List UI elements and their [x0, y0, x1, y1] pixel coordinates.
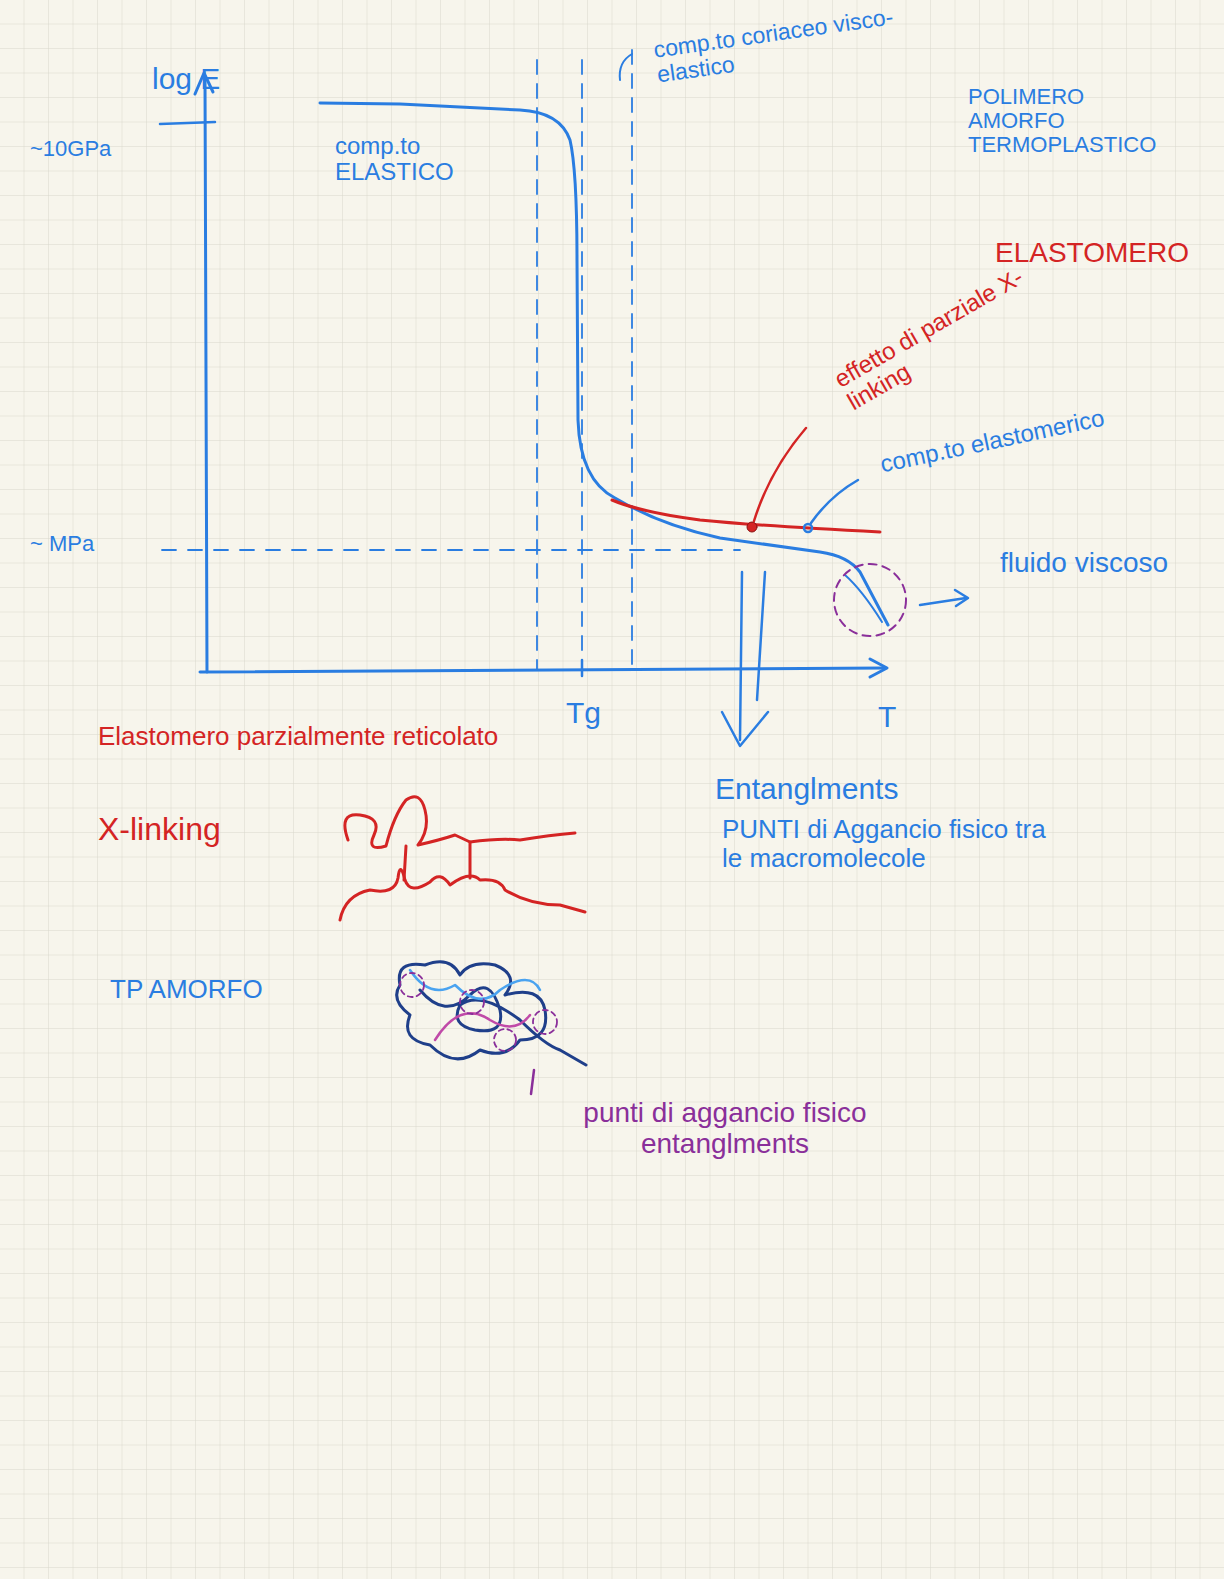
leader-line [754, 428, 806, 521]
modulus-curve [320, 103, 888, 625]
dashed-guide [631, 50, 633, 670]
annotation-label: punti di aggancio fisico entanglments [515, 1098, 935, 1160]
axis-arrowhead [870, 659, 887, 677]
annotation-label: ELASTOMERO [995, 238, 1205, 269]
annotation-label: TP AMORFO [110, 975, 330, 1004]
dashed-guide [162, 549, 740, 551]
polymer-chain [420, 988, 586, 1065]
annotation-label: Entanglments [715, 772, 975, 805]
annotation-label: ~ MPa [30, 532, 155, 556]
annotation-label: fluido viscoso [1000, 548, 1170, 579]
crosslinked-curve [612, 500, 880, 532]
annotation-label: comp.to elastomerico [878, 404, 1108, 478]
leader-line [531, 1070, 534, 1094]
x-axis [200, 668, 885, 672]
annotation-label: log E [152, 62, 292, 95]
entanglement-mark [533, 1010, 557, 1034]
annotation-label: effetto di parziale X-linking [830, 260, 1047, 416]
annotation-label: X-linking [98, 812, 318, 847]
annotation-label: PUNTI di Aggancio fisico tra le macromol… [722, 815, 1052, 872]
leader-line [620, 54, 632, 80]
crosslink [404, 842, 470, 880]
annotation-label: comp.to coriaceo visco-elastico [652, 3, 907, 88]
entanglement-mark [494, 1029, 516, 1051]
annotation-label: T [878, 700, 918, 733]
modulus-curve [845, 575, 882, 622]
highlight-circle [834, 564, 906, 636]
annotation-label: Elastomero parzialmente reticolato [98, 722, 528, 751]
entanglement-mark [460, 990, 484, 1014]
annotation-label: comp.to ELASTICO [335, 133, 475, 186]
polymer-chain [345, 797, 575, 848]
tick [160, 122, 215, 124]
dashed-guide [536, 60, 538, 670]
polymer-chain [340, 869, 585, 920]
polymer-tangle [397, 962, 546, 1059]
entanglement-mark [400, 973, 424, 997]
dashed-guide [581, 60, 583, 660]
arrow-shaft [757, 572, 765, 700]
arrowhead [955, 590, 968, 606]
annotation-label: POLIMERO AMORFO TERMOPLASTICO [968, 85, 1183, 158]
arrow-shaft [740, 572, 742, 740]
leader-line [811, 480, 858, 523]
polymer-chain [410, 970, 540, 999]
y-axis [205, 80, 207, 672]
arrowhead [722, 712, 768, 746]
marker-dot [804, 524, 812, 532]
annotation-label: ~10GPa [30, 137, 155, 161]
marker-dot [747, 522, 757, 532]
annotation-label: Tg [566, 696, 626, 729]
tick [581, 660, 584, 676]
